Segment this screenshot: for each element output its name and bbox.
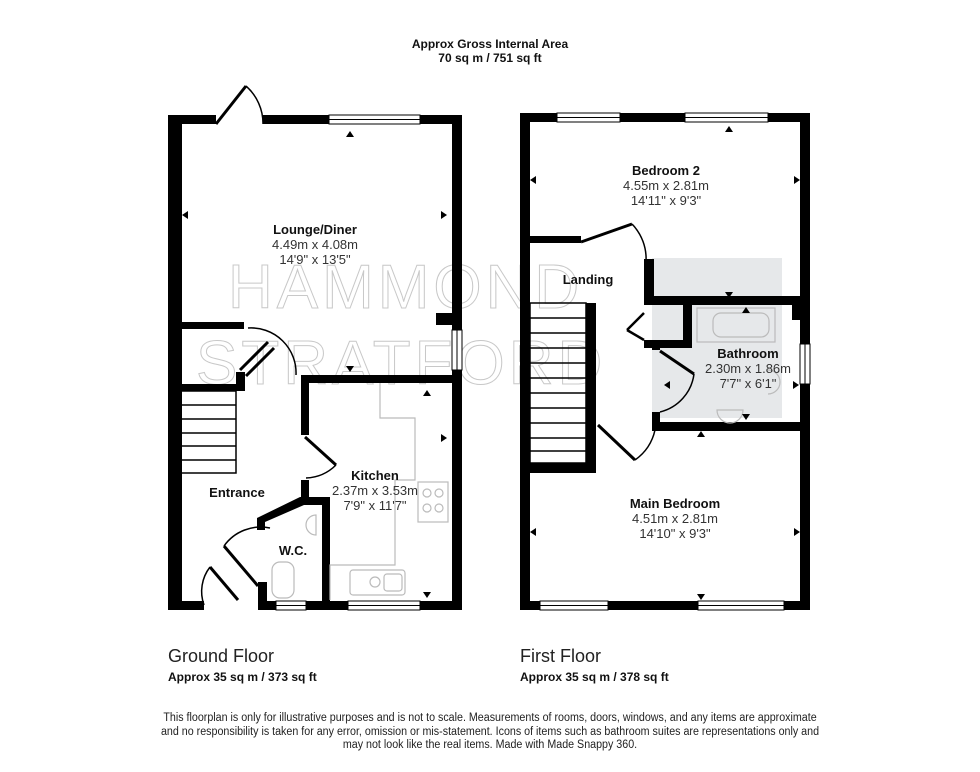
ground-floor-title: Ground Floor [168, 646, 275, 666]
room-name: Lounge/Diner [273, 222, 357, 237]
room-label-bedroom-2: Bedroom 2 4.55m x 2.81m 14'11" x 9'3" [623, 163, 709, 208]
room-label-landing: Landing [563, 272, 614, 287]
dimension-arrows [182, 131, 447, 598]
doors [580, 222, 695, 462]
room-name: Main Bedroom [629, 496, 721, 511]
room-imperial: 14'11" x 9'3" [630, 193, 702, 208]
room-name: Landing [562, 272, 614, 287]
area-title: Approx Gross Internal Area [411, 37, 569, 51]
room-metric: 2.30m x 1.86m [705, 361, 791, 376]
room-imperial: 14'9" x 13'5" [279, 252, 351, 267]
room-metric: 4.55m x 2.81m [623, 178, 709, 193]
room-name: Entrance [209, 485, 265, 500]
room-metric: 2.37m x 3.53m [332, 483, 418, 498]
bathroom-fittings [696, 307, 781, 424]
ground-walls [168, 115, 462, 610]
doors [200, 85, 338, 606]
room-imperial: 14'10" x 9'3" [639, 526, 711, 541]
room-label-kitchen: Kitchen 2.37m x 3.53m 7'9" x 11'7" [332, 468, 418, 513]
room-name: Bedroom 2 [632, 163, 700, 178]
first-floor-plan [520, 112, 811, 611]
room-label-main-bedroom: Main Bedroom 4.51m x 2.81m 14'10" x 9'3" [630, 496, 720, 541]
disclaimer-line-3: may not look like the real items. Made w… [342, 739, 638, 751]
total-area: 70 sq m / 751 sq ft [438, 51, 542, 65]
room-label-bathroom: Bathroom 2.30m x 1.86m 7'7" x 6'1" [705, 346, 791, 391]
disclaimer-line-2: and no responsibility is taken for any e… [160, 725, 820, 738]
room-label-lounge-diner: Lounge/Diner 4.49m x 4.08m 14'9" x 13'5" [272, 222, 358, 267]
first-floor-title: First Floor [520, 646, 601, 666]
disclaimer-line-1: This floorplan is only for illustrative … [163, 712, 817, 724]
ground-floor-area: Approx 35 sq m / 373 sq ft [168, 670, 317, 684]
room-imperial: 7'7" x 6'1" [719, 376, 777, 391]
room-imperial: 7'9" x 11'7" [343, 498, 407, 513]
room-label-entrance: Entrance [209, 485, 265, 500]
window [275, 114, 463, 611]
first-floor-area: Approx 35 sq m / 378 sq ft [520, 670, 669, 684]
kitchen-units [271, 383, 449, 600]
room-name: W.C. [278, 543, 308, 558]
room-metric: 4.49m x 4.08m [272, 237, 358, 252]
window [539, 112, 811, 611]
room-metric: 4.51m x 2.81m [631, 511, 718, 526]
first-stairs [529, 302, 587, 464]
room-name: Kitchen [351, 468, 399, 483]
room-name: Bathroom [717, 346, 779, 361]
room-label-wc: W.C. [279, 543, 307, 558]
dimension-arrows [530, 126, 800, 600]
ground-floor-plan [168, 85, 463, 611]
watermark-logo-block [652, 258, 782, 418]
disclaimer: This floorplan is only for illustrative … [146, 712, 834, 753]
ground-stairs [179, 390, 237, 474]
